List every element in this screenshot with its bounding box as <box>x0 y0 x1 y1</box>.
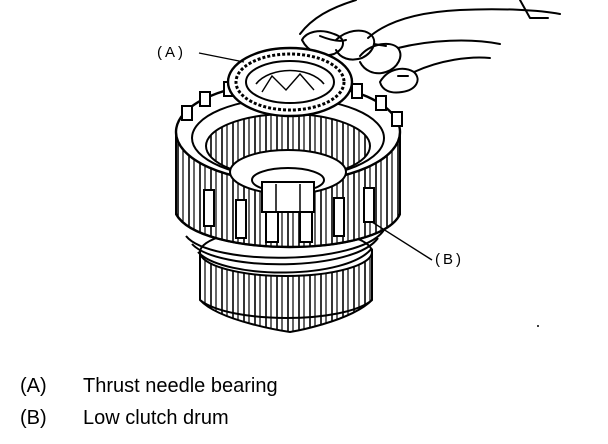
hand-drawing <box>299 0 561 94</box>
legend: (A) Thrust needle bearing (B) Low clutch… <box>20 370 580 434</box>
drum-top-rim <box>174 80 403 213</box>
legend-text: Low clutch drum <box>83 407 229 429</box>
callout-label-b: (B) <box>435 251 464 268</box>
legend-key: (A) <box>20 375 47 397</box>
leader-lines <box>198 52 433 261</box>
stray-dot <box>537 325 539 327</box>
thrust-needle-bearing <box>226 46 354 118</box>
legend-item: (A) Thrust needle bearing <box>20 370 580 402</box>
drum-band <box>185 229 385 274</box>
leader-line-a <box>198 52 245 63</box>
legend-item: (B) Low clutch drum <box>20 402 580 434</box>
callout-label-a: (A) <box>157 44 186 61</box>
legend-text: Thrust needle bearing <box>83 375 278 397</box>
leader-line-b <box>371 221 433 261</box>
legend-key: (B) <box>20 407 47 429</box>
